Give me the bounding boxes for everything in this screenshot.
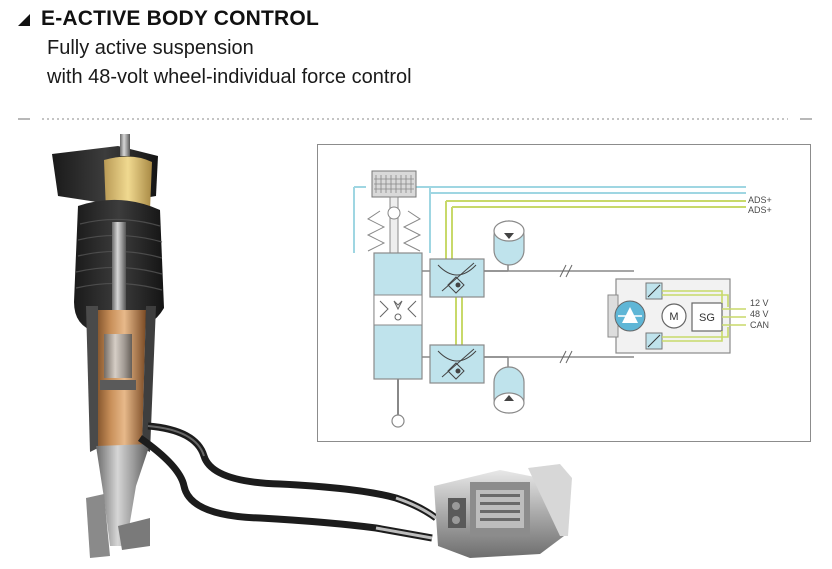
motor-symbol (661, 303, 687, 329)
subtitle-line-1: Fully active suspension (47, 37, 254, 59)
dotted-divider (18, 118, 812, 120)
hydraulic-schematic: M SG ADS+ ADS+ 12 V 48 V CAN (317, 144, 811, 442)
ads-label-1: ADS+ (748, 195, 772, 205)
suspension-strut-illustration (0, 126, 620, 569)
control-unit-box (691, 302, 723, 332)
control-unit-label: SG (699, 312, 715, 324)
motor-label: M (669, 311, 678, 323)
voltage-12-label: 12 V (750, 298, 769, 308)
can-label: CAN (750, 320, 769, 330)
triangle-bullet-icon (18, 14, 30, 26)
voltage-48-label: 48 V (750, 309, 769, 319)
header: E-ACTIVE BODY CONTROL Fully active suspe… (18, 4, 818, 92)
subtitle-line-2: with 48-volt wheel-individual force cont… (47, 66, 412, 88)
ads-label-2: ADS+ (748, 205, 772, 215)
title-row: E-ACTIVE BODY CONTROL (18, 4, 818, 34)
page-title: E-ACTIVE BODY CONTROL (41, 7, 319, 30)
